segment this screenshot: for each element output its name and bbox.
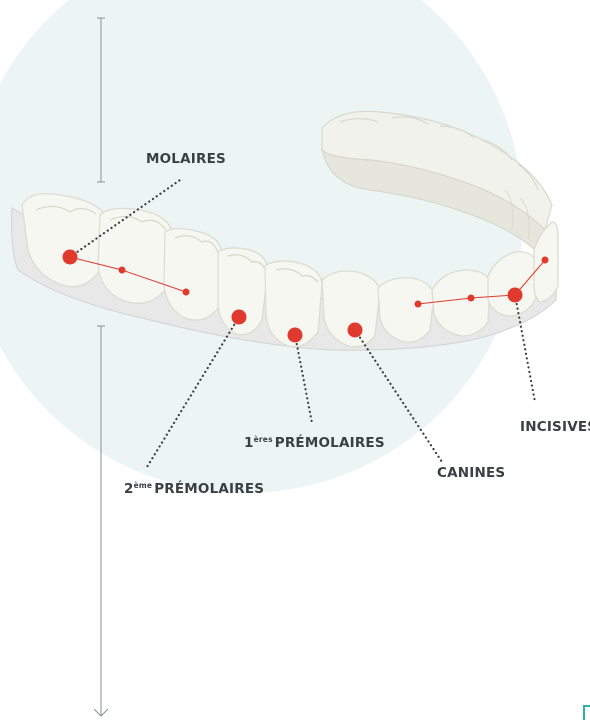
- marker-small: [183, 289, 190, 296]
- marker-canines: [348, 323, 363, 338]
- label-2eme-text: PRÉMOLAIRES: [154, 481, 264, 497]
- label-2eme-prefix: 2: [124, 481, 134, 497]
- marker-small: [468, 295, 475, 302]
- label-1eres-text: PRÉMOLAIRES: [275, 435, 385, 451]
- marker-small: [415, 301, 422, 308]
- label-1eres-sup: ères: [254, 435, 273, 444]
- marker-small: [542, 257, 549, 264]
- marker-small: [119, 267, 126, 274]
- marker-molaires: [63, 250, 78, 265]
- marker-1eres-premolaires: [288, 328, 303, 343]
- label-incisives: INCISIVES: [520, 419, 590, 435]
- label-2eme-sup: ème: [134, 481, 153, 490]
- marker-incisives: [508, 288, 523, 303]
- label-2eme-premolaires: 2èmePRÉMOLAIRES: [124, 481, 264, 497]
- label-1eres-prefix: 1: [244, 435, 254, 451]
- corner-bracket-icon: [584, 706, 590, 720]
- label-1eres-premolaires: 1èresPRÉMOLAIRES: [244, 435, 385, 451]
- label-molaires: MOLAIRES: [146, 151, 226, 167]
- marker-2eme-premolaires: [232, 310, 247, 325]
- label-canines: CANINES: [437, 465, 505, 481]
